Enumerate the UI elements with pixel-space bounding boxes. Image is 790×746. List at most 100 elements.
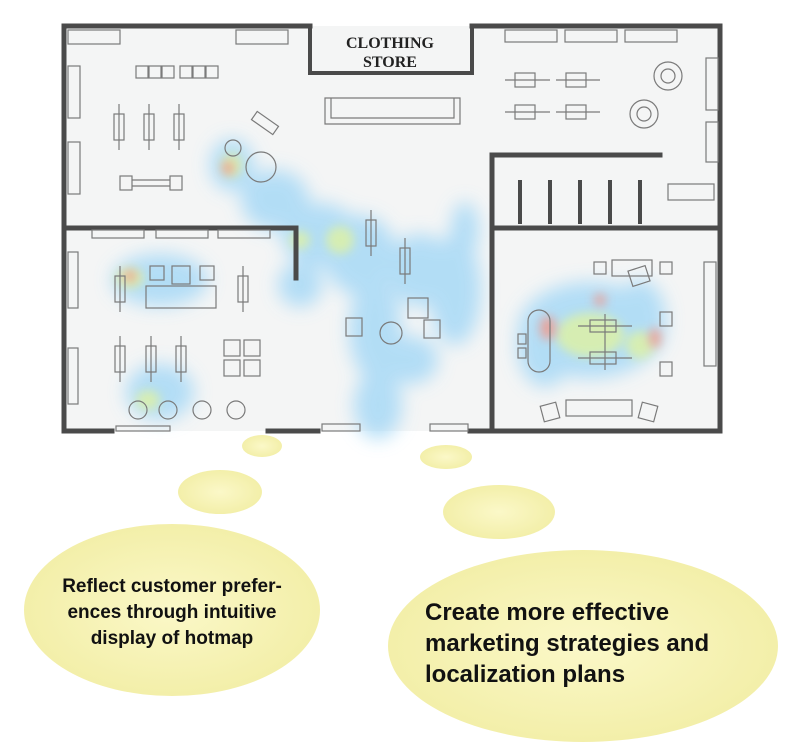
display-box bbox=[565, 399, 633, 417]
floor-stool bbox=[192, 400, 212, 420]
heatmap-mid-zone bbox=[116, 153, 654, 410]
store-furniture bbox=[67, 29, 719, 432]
wall-shelf bbox=[91, 229, 145, 239]
heatmap-hot-zone bbox=[124, 161, 661, 348]
wall-shelf-vertical bbox=[703, 261, 717, 367]
display-box bbox=[611, 259, 653, 277]
rack-node bbox=[589, 319, 617, 333]
display-box bbox=[659, 361, 673, 377]
round-display-inner bbox=[660, 68, 676, 84]
heatmap-cool-zone bbox=[112, 139, 666, 439]
right-bubble-line: marketing strategies and bbox=[425, 630, 710, 657]
interior-wall-left-room-top bbox=[61, 225, 299, 281]
display-box bbox=[517, 333, 527, 345]
bench bbox=[169, 175, 183, 191]
left-bubble-text: Reflect customer prefer- ences through i… bbox=[34, 574, 310, 652]
wall-shelf-vertical bbox=[705, 57, 719, 111]
floor-cube bbox=[407, 297, 429, 319]
tilted-rack bbox=[250, 110, 280, 136]
display-box bbox=[148, 65, 162, 79]
wall-shelf bbox=[217, 229, 271, 239]
store-sign-line2: STORE bbox=[363, 54, 417, 71]
right-bubble-line: localization plans bbox=[425, 661, 626, 688]
floor-cube bbox=[423, 319, 441, 339]
store-sign-line1: CLOTHING bbox=[346, 35, 435, 52]
display-box bbox=[149, 265, 165, 281]
center-display-counter bbox=[324, 97, 461, 125]
display-box bbox=[199, 265, 215, 281]
display-box bbox=[637, 401, 659, 423]
display-box bbox=[135, 65, 149, 79]
floor-cube bbox=[345, 317, 363, 337]
wall-shelf-vertical bbox=[67, 65, 81, 119]
bottom-shelf bbox=[321, 423, 361, 432]
rack-node bbox=[514, 104, 536, 120]
round-table bbox=[245, 151, 277, 183]
round-display-inner bbox=[636, 106, 652, 122]
bench bbox=[119, 175, 133, 191]
display-box bbox=[205, 65, 219, 79]
rack-node bbox=[565, 104, 587, 120]
wall-shelf-vertical bbox=[705, 121, 719, 163]
oval-bench bbox=[527, 309, 551, 373]
wall-shelf bbox=[624, 29, 678, 43]
wall-shelf-vertical bbox=[67, 141, 81, 195]
bottom-shelf bbox=[115, 425, 171, 432]
display-box bbox=[171, 265, 191, 285]
rack-node bbox=[589, 351, 617, 365]
large-thought-bubble-right bbox=[388, 550, 778, 742]
large-thought-bubble-left bbox=[24, 524, 320, 696]
wall-shelf-vertical bbox=[67, 251, 79, 309]
rack-node bbox=[514, 72, 536, 88]
rack-node bbox=[565, 72, 587, 88]
medium-thought-bubble bbox=[443, 485, 555, 539]
small-thought-bubble bbox=[242, 435, 282, 457]
thought-bubbles bbox=[24, 435, 778, 742]
rack-bar bbox=[505, 79, 600, 113]
right-bubble-text: Create more effective marketing strategi… bbox=[425, 597, 765, 690]
display-box bbox=[161, 65, 175, 79]
floor-stool bbox=[128, 400, 148, 420]
display-box bbox=[659, 311, 673, 327]
floor-stool bbox=[158, 400, 178, 420]
round-table-small bbox=[224, 139, 242, 157]
display-box bbox=[659, 261, 673, 275]
center-rack-frame bbox=[578, 314, 632, 370]
small-thought-bubble bbox=[420, 445, 472, 469]
display-box bbox=[223, 359, 241, 377]
round-display bbox=[629, 99, 659, 129]
left-bubble-line: display of hotmap bbox=[90, 628, 254, 649]
round-display bbox=[653, 61, 683, 91]
display-table bbox=[145, 285, 217, 309]
wall-shelf bbox=[155, 229, 209, 239]
display-box bbox=[223, 339, 241, 357]
floor-stool bbox=[226, 400, 246, 420]
display-box bbox=[539, 401, 561, 423]
display-box bbox=[517, 347, 527, 359]
medium-thought-bubble bbox=[178, 470, 262, 514]
wall-shelf-vertical bbox=[67, 347, 79, 405]
display-box bbox=[243, 339, 261, 357]
interior-wall-fitting-top bbox=[489, 152, 663, 231]
wall-shelf bbox=[564, 29, 618, 43]
display-box bbox=[593, 261, 607, 275]
wall-shelf bbox=[235, 29, 289, 45]
store-walls bbox=[61, 23, 723, 434]
floor-stool bbox=[379, 321, 403, 345]
display-box bbox=[179, 65, 193, 79]
bench-bar bbox=[132, 179, 170, 187]
right-bubble-line: Create more effective bbox=[425, 599, 670, 626]
customer-heatmap bbox=[112, 139, 666, 439]
display-box bbox=[627, 264, 651, 288]
sign-frame bbox=[308, 24, 474, 75]
wall-shelf bbox=[504, 29, 558, 43]
left-bubble-line: Reflect customer prefer- bbox=[62, 576, 282, 597]
wall-shelf bbox=[67, 29, 121, 45]
display-box bbox=[192, 65, 206, 79]
fitting-room-partitions bbox=[518, 180, 642, 224]
display-box bbox=[243, 359, 261, 377]
left-bubble-line: ences through intuitive bbox=[67, 602, 277, 623]
wall-bench bbox=[667, 183, 715, 201]
bottom-shelf bbox=[429, 423, 469, 432]
